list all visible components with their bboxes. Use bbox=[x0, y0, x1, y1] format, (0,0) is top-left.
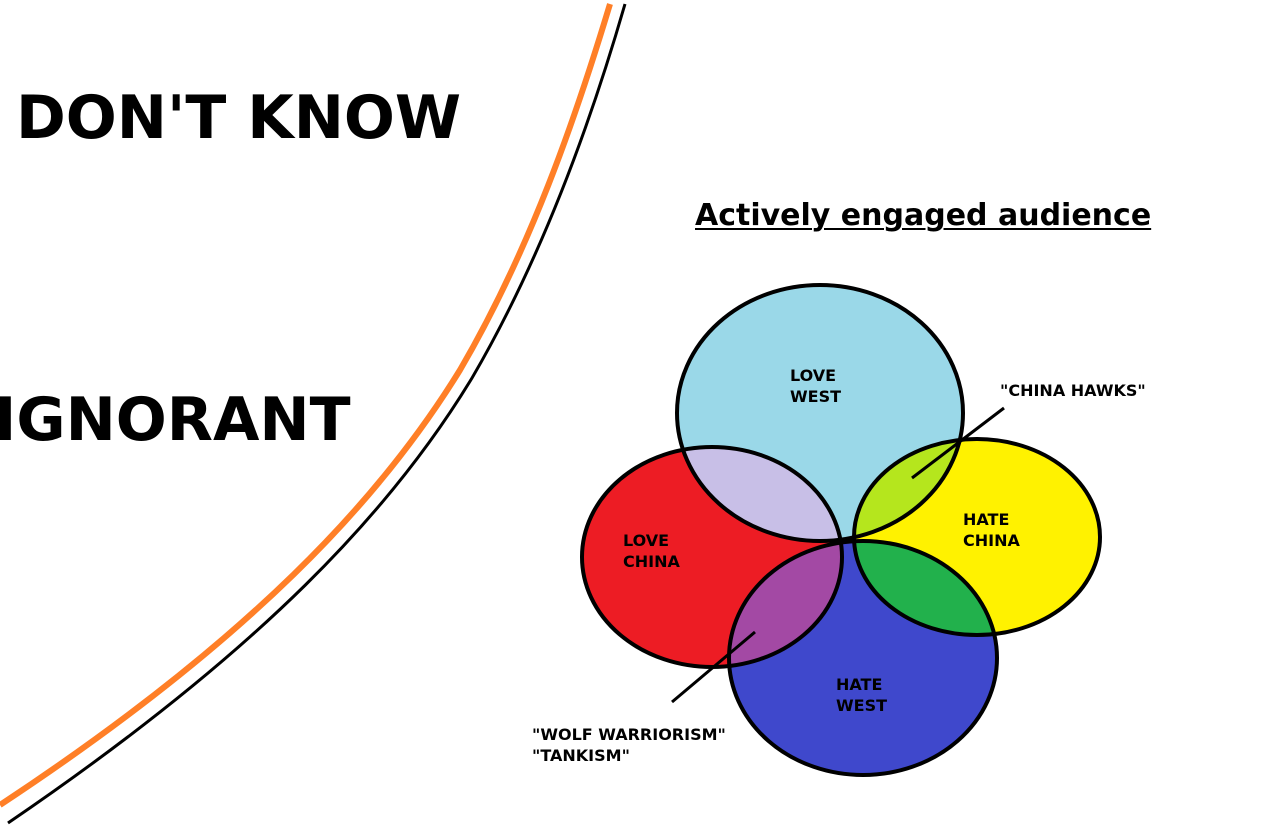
diagram-title: Actively engaged audience bbox=[695, 198, 1152, 233]
overlap-hate-china-hate-west bbox=[854, 541, 997, 635]
overlap-love-west-love-china bbox=[677, 447, 842, 541]
label-love-china-2: CHINA bbox=[623, 552, 680, 571]
label-hate-china-2: CHINA bbox=[963, 531, 1020, 550]
label-hate-west-1: HATE bbox=[836, 675, 882, 694]
overlap-wolf-warriorism bbox=[729, 541, 842, 667]
pointer-line-wolf-warriorism bbox=[671, 630, 756, 704]
label-hate-china-1: HATE bbox=[963, 510, 1009, 529]
label-ignorant: IGNORANT bbox=[0, 385, 351, 455]
callout-wolf-warriorism: "WOLF WARRIORISM" bbox=[532, 725, 726, 744]
label-love-west-2: WEST bbox=[790, 387, 841, 406]
label-dont-know: DON'T KNOW bbox=[16, 83, 462, 153]
overlap-china-hawks bbox=[854, 439, 963, 541]
callout-tankism: "TANKISM" bbox=[532, 746, 630, 765]
pointer-line-china-hawks bbox=[911, 406, 1005, 480]
label-love-china-1: LOVE bbox=[623, 531, 669, 550]
callout-china-hawks: "CHINA HAWKS" bbox=[1000, 381, 1146, 400]
divider-curve-orange bbox=[0, 3, 613, 808]
divider-curve-black bbox=[7, 3, 627, 825]
label-love-west-1: LOVE bbox=[790, 366, 836, 385]
label-hate-west-2: WEST bbox=[836, 696, 887, 715]
